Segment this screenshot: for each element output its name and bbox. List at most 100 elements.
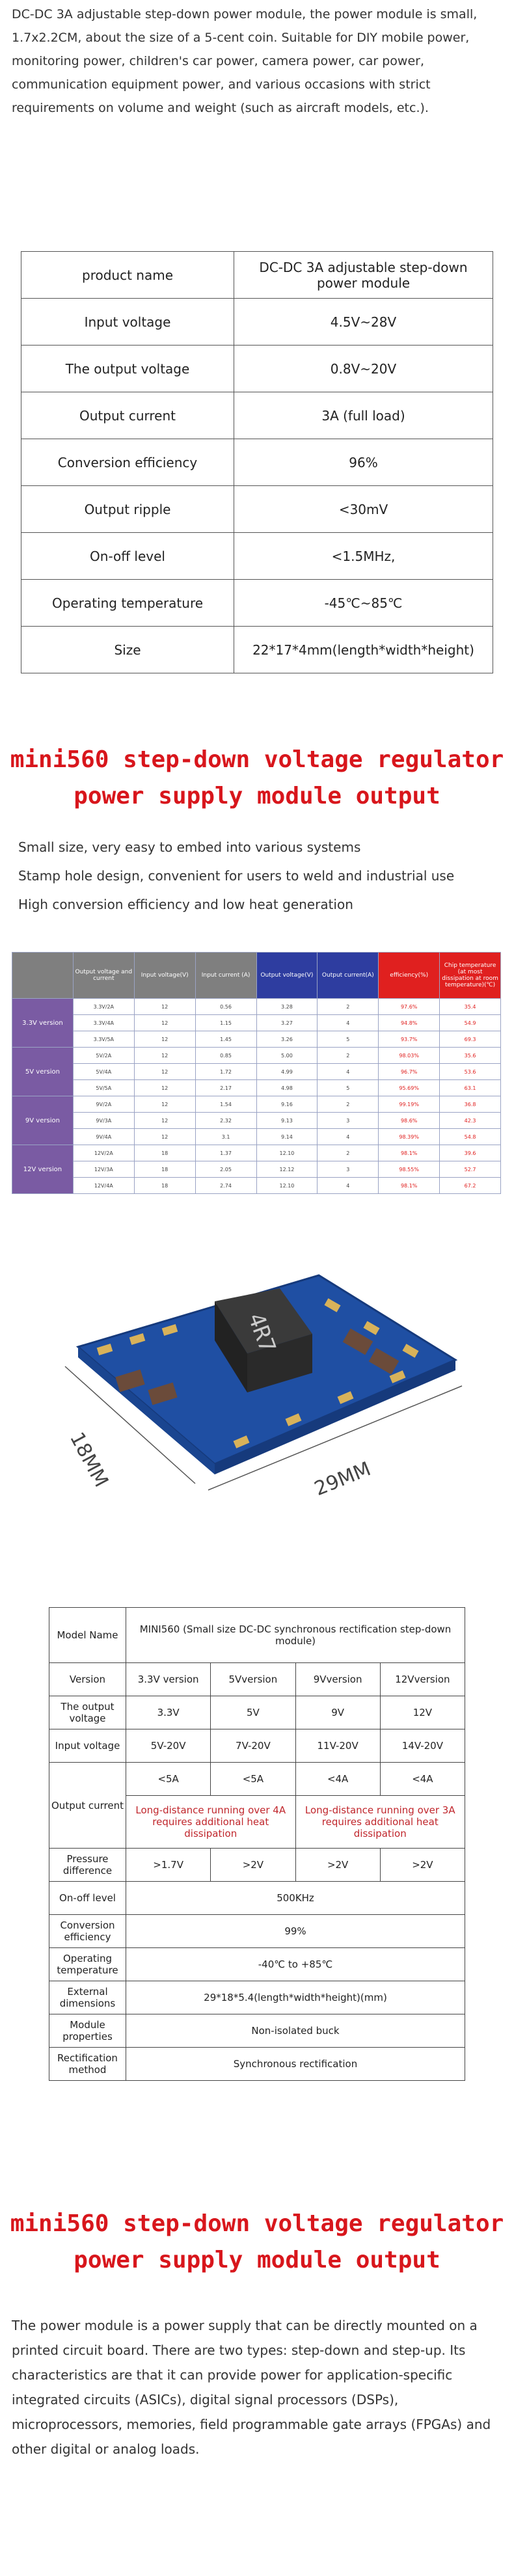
temperature-value: -40℃ to +85℃ (126, 1947, 465, 1981)
version-cell: 12Vversion (379, 1662, 466, 1696)
product-image: 4R7 29MM 18MM (39, 1262, 481, 1562)
table-row: External dimensions 29*18*5.4(length*wid… (49, 1981, 465, 2014)
table-cell: 12 (133, 1031, 196, 1048)
table-cell: 35.4 (439, 998, 501, 1015)
onoff-value: 500KHz (126, 1881, 465, 1915)
spec-value-cell: -45℃~85℃ (234, 579, 493, 627)
version-group-cell: 12V version (12, 1145, 74, 1194)
spec-value-cell: 3A (full load) (234, 392, 493, 439)
table-cell: 0.85 (195, 1047, 257, 1064)
table-cell: 4 (317, 1128, 379, 1145)
table-cell: 67.2 (439, 1177, 501, 1194)
table-row: Conversion efficiency 99% (49, 1914, 465, 1948)
feature-item: Stamp hole design, convenient for users … (18, 868, 455, 884)
table-cell: 98.55% (378, 1161, 440, 1178)
version-cell: 9Vversion (295, 1662, 381, 1696)
table-cell: 54.9 (439, 1014, 501, 1031)
table-row: Operating temperature-45℃~85℃ (21, 579, 493, 627)
spec-key-cell: The output voltage (21, 345, 234, 392)
version-group-cell: 3.3V version (12, 998, 74, 1048)
section-heading-1: mini560 step-down voltage regulator powe… (0, 742, 514, 815)
table-cell: 63.1 (439, 1079, 501, 1096)
properties-value: Non-isolated buck (126, 2014, 465, 2048)
input-voltage-cell: 11V-20V (295, 1729, 381, 1763)
table-row: Version 3.3V version 5Vversion 9Vversion… (49, 1662, 466, 1696)
width-dimension-line (208, 1385, 463, 1491)
table-cell: 12 (133, 1047, 196, 1064)
table-cell: 12 (133, 1112, 196, 1129)
output-current-cell: <5A (210, 1762, 296, 1796)
table-cell: 99.19% (378, 1096, 440, 1113)
table-cell: 3.3V/2A (72, 998, 135, 1015)
table-cell: 53.6 (439, 1063, 501, 1080)
table-cell: 4 (317, 1014, 379, 1031)
table-cell: 12.10 (256, 1177, 318, 1194)
table-cell: 95.69% (378, 1079, 440, 1096)
efficiency-value: 99% (126, 1914, 465, 1948)
table-cell: 1.45 (195, 1031, 257, 1048)
feature-item: Small size, very easy to embed into vari… (18, 839, 361, 855)
output-current-cell: <5A (125, 1762, 211, 1796)
table-cell: 12.10 (256, 1145, 318, 1161)
table-cell: 98.39% (378, 1128, 440, 1145)
properties-label: Module properties (49, 2014, 126, 2048)
spec-key-cell: Output ripple (21, 485, 234, 533)
dimensions-value: 29*18*5.4(length*width*height)(mm) (126, 1981, 465, 2014)
spec-key-cell: Output current (21, 392, 234, 439)
output-voltage-cell: 3.3V (125, 1696, 211, 1729)
table-row: Pressure difference >1.7V >2V >2V >2V (49, 1848, 466, 1882)
outro-paragraph: The power module is a power supply that … (12, 2318, 491, 2457)
temperature-label: Operating temperature (49, 1947, 126, 1981)
input-voltage-cell: 14V-20V (379, 1729, 466, 1763)
table-cell: 0.56 (195, 998, 257, 1015)
table-cell: 2.32 (195, 1112, 257, 1129)
intro-paragraph: DC-DC 3A adjustable step-down power modu… (12, 7, 478, 115)
table-cell: 98.1% (378, 1145, 440, 1161)
column-header (12, 952, 74, 999)
pressure-cell: >2V (295, 1848, 381, 1882)
version-group-cell: 5V version (12, 1047, 74, 1096)
heading-line-1: mini560 step-down voltage regulator (10, 2210, 504, 2237)
column-header: efficiency(%) (378, 952, 440, 999)
column-header: Output voltage and current (72, 952, 135, 999)
table-cell: 52.7 (439, 1161, 501, 1178)
spec-key-cell: Size (21, 626, 234, 673)
table-cell: 2 (317, 1047, 379, 1064)
table-cell: 3.1 (195, 1128, 257, 1145)
table-cell: 1.72 (195, 1063, 257, 1080)
spec-value-cell: 0.8V~20V (234, 345, 493, 392)
spec-value-cell: 4.5V~28V (234, 298, 493, 346)
table-cell: 2 (317, 1145, 379, 1161)
version-cell: 5Vversion (210, 1662, 296, 1696)
output-voltage-cell: 12V (379, 1696, 466, 1729)
height-label: 18MM (65, 1429, 113, 1491)
table-row: Module properties Non-isolated buck (49, 2014, 465, 2048)
table-cell: 9V/3A (72, 1112, 135, 1129)
spec-key-cell: Input voltage (21, 298, 234, 346)
table-cell: 9V/4A (72, 1128, 135, 1145)
spec-key-cell: On-off level (21, 532, 234, 580)
table-cell: 12 (133, 998, 196, 1015)
table-cell: 98.6% (378, 1112, 440, 1129)
table-cell: 42.3 (439, 1112, 501, 1129)
table-row: Model Name MINI560 (Small size DC-DC syn… (49, 1607, 465, 1663)
spec-value-cell: DC-DC 3A adjustable step-down power modu… (234, 251, 493, 299)
table-cell: 93.7% (378, 1031, 440, 1048)
capacitors (115, 1328, 399, 1405)
table-cell: 5 (317, 1079, 379, 1096)
table-cell: 98.03% (378, 1047, 440, 1064)
table-cell: 2 (317, 998, 379, 1015)
table-cell: 96.7% (378, 1063, 440, 1080)
table-cell: 5 (317, 1031, 379, 1048)
table-cell: 5V/4A (72, 1063, 135, 1080)
